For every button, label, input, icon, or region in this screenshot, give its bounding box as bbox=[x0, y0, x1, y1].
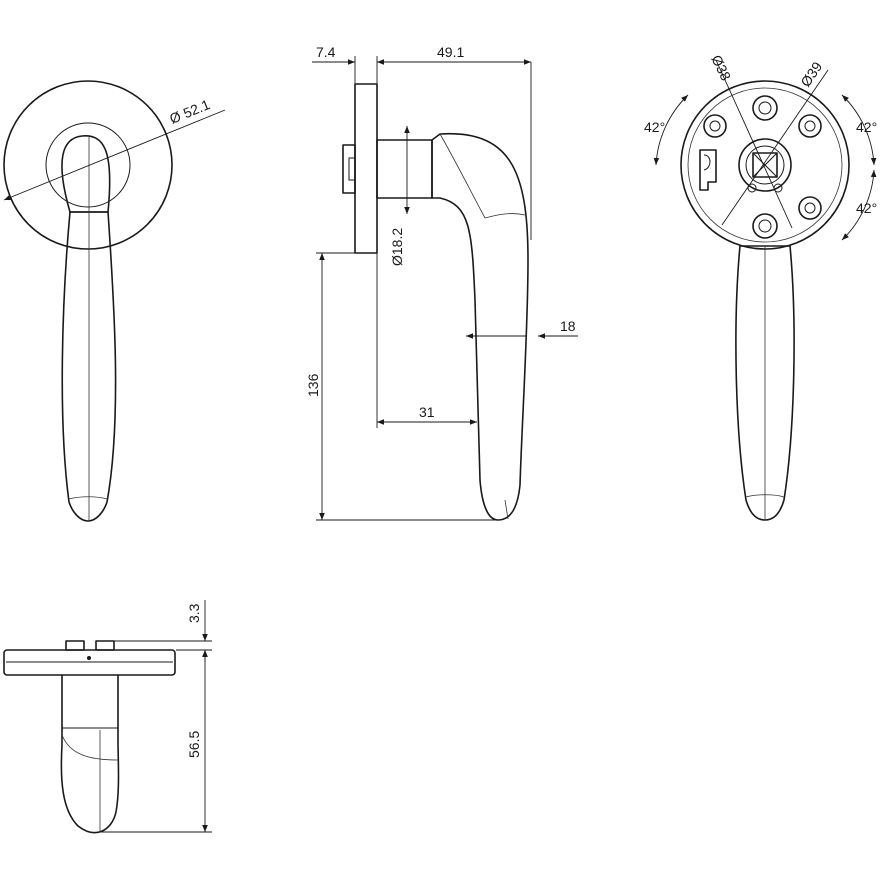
hub-pin-left bbox=[747, 183, 757, 193]
handle-plan bbox=[60, 674, 120, 834]
screw-hole-top bbox=[752, 95, 778, 121]
rose-thickness-label: 7.4 bbox=[316, 44, 336, 60]
spindle-cross-b bbox=[752, 152, 778, 178]
rose-diameter-label: Ø 52.1 bbox=[167, 96, 212, 127]
handle-profile-edge bbox=[439, 133, 486, 219]
side-view: 7.4 49.1 Ø18.2 18 136 31 bbox=[305, 44, 578, 521]
hole-circle-small-line bbox=[715, 59, 793, 229]
top-view: 3.3 56.5 bbox=[3, 600, 212, 834]
angle-left-label: 42° bbox=[644, 119, 665, 135]
center-mark bbox=[87, 656, 91, 660]
hole-circle-small-label: Ø38 bbox=[708, 52, 734, 83]
screw-hole-lower-right bbox=[798, 196, 822, 220]
spindle-clip-inner bbox=[348, 157, 356, 181]
rose-inner-ring bbox=[45, 122, 131, 208]
angle-right-bottom-arc bbox=[841, 169, 877, 241]
rear-view: Ø38 Ø39 42° 42° 42° bbox=[644, 52, 877, 521]
screw-hole-upper-right-inner bbox=[804, 120, 816, 132]
spindle-hub bbox=[738, 138, 792, 193]
screw-hole-upper-right bbox=[798, 114, 822, 138]
rear-rose-rim bbox=[687, 87, 843, 243]
handle-profile-crease bbox=[484, 213, 526, 219]
screw-hole-lower-right-inner bbox=[804, 202, 816, 214]
handle-plan-curve bbox=[61, 734, 119, 761]
spindle-collar bbox=[376, 139, 433, 199]
rear-grip-tip-line bbox=[745, 494, 785, 498]
retaining-clip bbox=[699, 149, 717, 191]
angle-left-arc bbox=[653, 94, 689, 166]
spindle-diameter-label: Ø18.2 bbox=[389, 228, 405, 266]
front-view: Ø 52.1 bbox=[3, 80, 226, 522]
grip-tip-mark bbox=[504, 499, 509, 520]
angle-right-top-arc bbox=[841, 94, 877, 166]
screw-hole-bottom-inner bbox=[758, 219, 772, 233]
hole-circle-large-line bbox=[721, 69, 829, 226]
screw-holes bbox=[703, 95, 822, 239]
hub-inner bbox=[745, 145, 785, 185]
screw-hole-bottom bbox=[752, 213, 778, 239]
spindle-square bbox=[752, 152, 778, 178]
projection-label: 49.1 bbox=[437, 44, 464, 60]
handle-height-label: 136 bbox=[305, 373, 321, 397]
retaining-clip-hook bbox=[703, 154, 711, 171]
angle-right-top-label: 42° bbox=[856, 119, 877, 135]
angle-right-bottom-label: 42° bbox=[856, 200, 877, 216]
grip-thickness-label: 18 bbox=[560, 318, 576, 334]
screw-hole-upper-left-inner bbox=[709, 120, 721, 132]
rose-plate bbox=[354, 83, 378, 254]
pin-left bbox=[65, 640, 85, 651]
rose-plan bbox=[3, 649, 176, 676]
screw-hole-upper-left bbox=[703, 114, 727, 138]
rear-rose-outline bbox=[680, 80, 850, 250]
rose-outline bbox=[3, 80, 173, 250]
pin-right bbox=[95, 640, 115, 651]
hub-outer bbox=[738, 138, 792, 192]
pin-height-label: 3.3 bbox=[186, 603, 202, 623]
handle-grip bbox=[61, 211, 117, 522]
grip-offset-label: 31 bbox=[419, 404, 435, 420]
grip-tip-line bbox=[68, 496, 108, 500]
hole-circle-large-label: Ø39 bbox=[797, 59, 825, 90]
rose-diameter-line bbox=[3, 109, 226, 201]
handle-neck bbox=[61, 135, 111, 213]
handle-profile bbox=[431, 132, 529, 521]
screw-hole-top-inner bbox=[758, 101, 772, 115]
top-depth-label: 56.5 bbox=[186, 731, 202, 758]
